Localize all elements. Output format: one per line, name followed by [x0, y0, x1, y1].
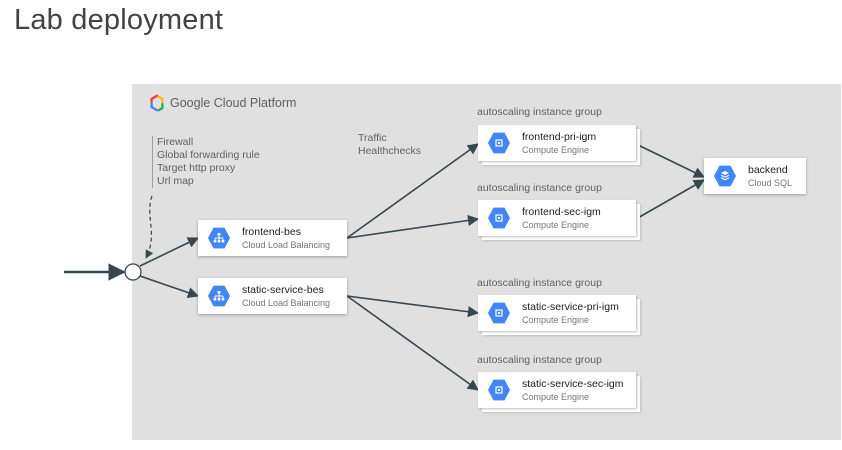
- compute-engine-icon: [488, 379, 510, 401]
- firewall-annotation: Firewall Global forwarding rule Target h…: [152, 136, 260, 188]
- gcp-brand-text: Google Cloud Platform: [170, 96, 297, 110]
- gcp-logo-icon: [150, 94, 164, 112]
- annot-line: Firewall: [157, 136, 194, 148]
- annot-line: Healthchecks: [358, 145, 422, 157]
- annot-line: Traffic: [358, 132, 387, 144]
- annot-line: Global forwarding rule: [157, 149, 260, 161]
- cloud-sql-icon: [714, 165, 736, 187]
- node-sub: Cloud SQL: [748, 177, 793, 188]
- node-backend[interactable]: backend Cloud SQL: [704, 158, 806, 194]
- node-sub: Compute Engine: [522, 219, 590, 230]
- node-name: frontend-pri-igm: [522, 130, 597, 143]
- compute-engine-icon: [488, 207, 510, 229]
- node-sub: Compute Engine: [522, 314, 590, 325]
- group-label-static-pri: autoscaling instance group: [477, 277, 602, 289]
- annot-line: Target http proxy: [157, 162, 236, 174]
- node-sub: Compute Engine: [522, 144, 590, 155]
- group-label-frontend-sec: autoscaling instance group: [477, 182, 602, 194]
- node-frontend-sec-igm[interactable]: frontend-sec-igm Compute Engine: [478, 200, 636, 236]
- node-sub: Cloud Load Balancing: [242, 297, 331, 308]
- annot-line: Url map: [157, 175, 194, 187]
- node-static-service-sec-igm[interactable]: static-service-sec-igm Compute Engine: [478, 372, 636, 408]
- traffic-annotation: Traffic Healthchecks: [358, 132, 421, 158]
- node-name: frontend-bes: [242, 225, 301, 238]
- node-frontend-bes[interactable]: frontend-bes Cloud Load Balancing: [198, 220, 347, 256]
- node-name: backend: [748, 163, 788, 176]
- node-sub: Compute Engine: [522, 391, 590, 402]
- node-name: static-service-sec-igm: [522, 377, 624, 390]
- compute-engine-icon: [488, 132, 510, 154]
- node-name: static-service-pri-igm: [522, 300, 619, 313]
- node-frontend-pri-igm[interactable]: frontend-pri-igm Compute Engine: [478, 125, 636, 161]
- node-sub: Cloud Load Balancing: [242, 239, 331, 250]
- gcp-logo: Google Cloud Platform: [148, 94, 296, 112]
- group-label-frontend-pri: autoscaling instance group: [477, 106, 602, 118]
- node-static-service-bes[interactable]: static-service-bes Cloud Load Balancing: [198, 278, 347, 314]
- load-balancer-icon: [208, 227, 230, 249]
- page-title: Lab deployment: [14, 4, 224, 36]
- node-static-service-pri-igm[interactable]: static-service-pri-igm Compute Engine: [478, 295, 636, 331]
- compute-engine-icon: [488, 302, 510, 324]
- node-name: frontend-sec-igm: [522, 205, 601, 218]
- load-balancer-icon: [208, 285, 230, 307]
- group-label-static-sec: autoscaling instance group: [477, 354, 602, 366]
- node-name: static-service-bes: [242, 283, 324, 296]
